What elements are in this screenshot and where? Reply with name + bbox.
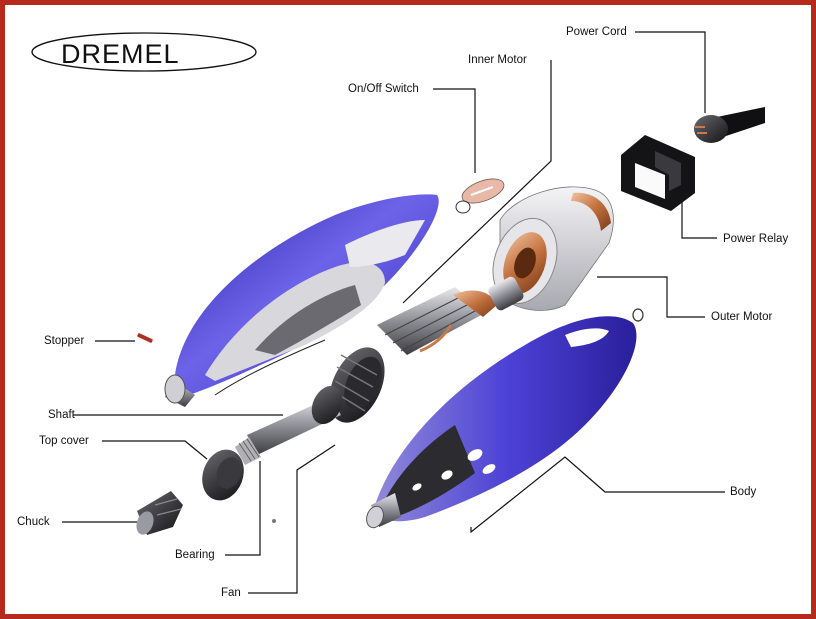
fan-part <box>329 347 385 423</box>
label-outer-motor: Outer Motor <box>711 311 773 323</box>
label-body: Body <box>730 486 757 498</box>
label-bearing: Bearing <box>175 549 215 561</box>
leader-lines <box>62 31 725 594</box>
stopper-part <box>137 333 153 343</box>
label-on-off-switch: On/Off Switch <box>348 83 419 95</box>
power-relay-part <box>621 135 695 211</box>
label-power-cord: Power Cord <box>566 26 627 38</box>
label-chuck: Chuck <box>17 516 50 528</box>
label-power-relay: Power Relay <box>723 233 789 245</box>
inner-motor-part <box>377 276 524 355</box>
label-top-cover: Top cover <box>39 435 89 447</box>
logo-text: DREMEL <box>61 39 180 69</box>
on-off-switch-part <box>455 178 505 214</box>
logo-oval <box>31 32 257 72</box>
top-cover-part <box>202 449 244 501</box>
shaft-part <box>235 385 343 465</box>
label-inner-motor: Inner Motor <box>468 54 527 66</box>
label-stopper: Stopper <box>44 335 85 347</box>
label-fan: Fan <box>221 587 241 599</box>
power-cord-part <box>694 107 765 143</box>
chuck-part <box>136 491 183 535</box>
ring-part <box>632 308 644 322</box>
label-shaft: Shaft <box>48 409 75 421</box>
left-housing-part <box>164 194 439 407</box>
body-part <box>366 316 637 529</box>
washer-dot <box>272 519 276 523</box>
dremel-exploded-view <box>31 31 765 594</box>
